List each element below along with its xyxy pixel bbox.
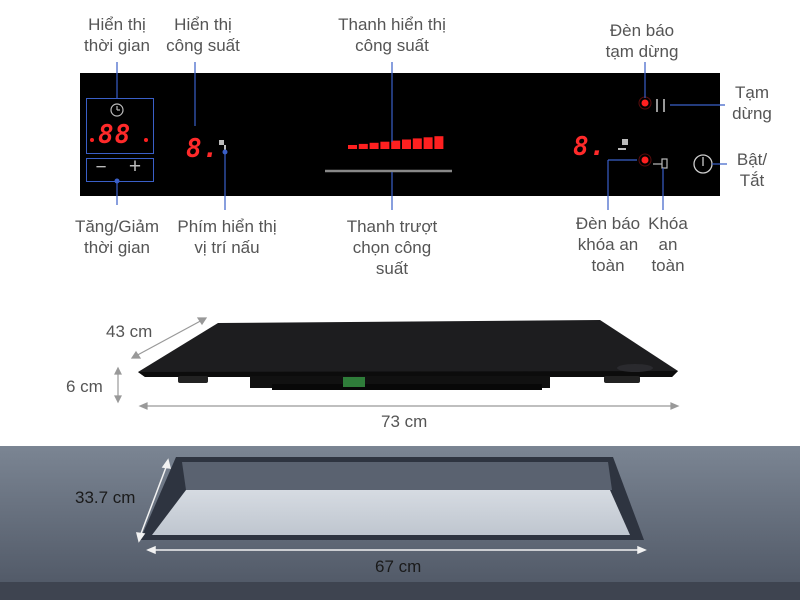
cutout-dimension-lines [136, 458, 647, 555]
power-display-right: 8. [573, 132, 607, 162]
power-bar-segment [412, 138, 422, 149]
power-bar-segment [423, 137, 433, 149]
minus-button[interactable]: − [95, 157, 107, 178]
pause-indicator-led [641, 99, 649, 107]
power-icon [693, 154, 713, 174]
timer-display-frame [86, 98, 154, 154]
cooktop-body [138, 320, 678, 390]
power-bar-segment [358, 143, 368, 149]
power-display-left: 8. [186, 134, 220, 164]
label-power-onoff: Bật/Tắt [736, 150, 768, 190]
cutout-width-label: 67 cm [375, 557, 422, 576]
timer-display: 88 [98, 120, 132, 150]
power-bar-segment [369, 142, 379, 149]
cooktop-depth-label: 43 cm [106, 322, 153, 341]
power-bar-segment [391, 140, 401, 149]
zone-key-icon-right [618, 139, 628, 150]
power-bar-segment [434, 136, 444, 149]
cooktop-dimension-lines [114, 317, 680, 410]
clock-icon [110, 103, 124, 117]
plus-button[interactable]: + [128, 155, 142, 178]
control-panel [80, 73, 720, 196]
lock-indicator-led [641, 156, 649, 164]
timer-dot-right [144, 138, 148, 142]
cutout-depth-label: 33.7 cm [75, 488, 136, 507]
power-bar [348, 136, 444, 149]
time-adjust-frame [86, 158, 154, 182]
pause-icon [656, 99, 665, 112]
power-bar-segment [380, 141, 390, 149]
key-icon [653, 158, 668, 169]
power-bar-segment [348, 145, 357, 149]
cooktop-width-label: 73 cm [381, 412, 428, 431]
power-bar-segment [402, 139, 411, 149]
leader-lines [116, 62, 727, 210]
cooktop-height-label: 6 cm [66, 377, 103, 396]
zone-key-icon-left [219, 140, 226, 152]
timer-dot-left [90, 138, 94, 142]
